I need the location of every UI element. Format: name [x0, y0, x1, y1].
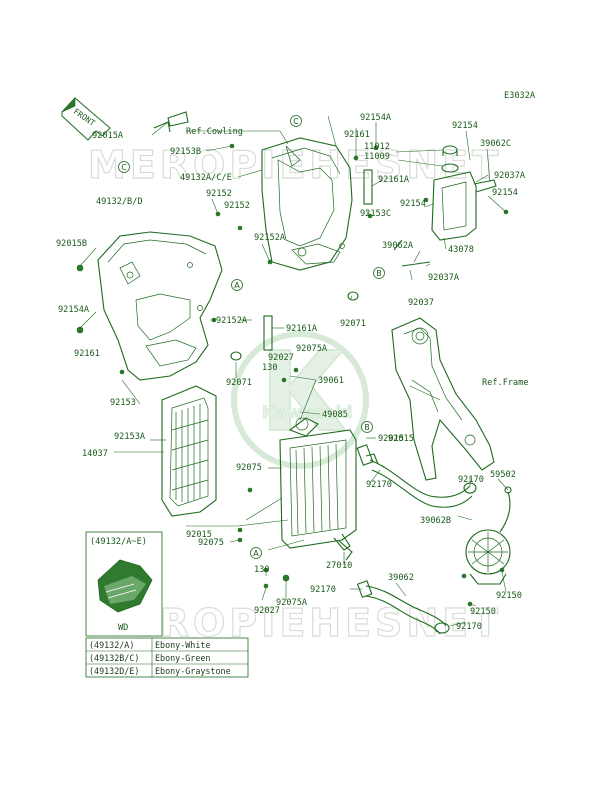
circle-ref-b-1: B	[373, 267, 385, 279]
radiator	[279, 417, 357, 551]
part-label: 92071	[226, 378, 252, 388]
part-label: 92154A	[360, 113, 392, 123]
hoses	[356, 444, 477, 635]
circle-ref-a-2: A	[250, 547, 262, 559]
part-label: 92015B	[56, 239, 87, 249]
ref-cowling-label: Ref.Cowling	[186, 127, 243, 137]
circle-ref-c-1: C	[118, 161, 130, 173]
inset-title: (49132/A~E)	[90, 537, 147, 547]
fan-assembly	[465, 486, 512, 585]
part-label: 39062C	[480, 139, 511, 149]
part-label: 39062B	[420, 516, 451, 526]
part-label: 92015	[186, 530, 212, 540]
part-label: 92075A	[296, 344, 328, 354]
part-label: 49085	[322, 410, 348, 420]
part-label: 92153C	[360, 209, 391, 219]
part-label: 92154A	[58, 305, 90, 315]
part-label: 92027	[254, 606, 280, 616]
part-label: 92161	[74, 349, 100, 359]
legend-color: Ebony-Graystone	[155, 666, 231, 676]
part-label: 92015	[388, 434, 414, 444]
reservoir-tank	[431, 145, 497, 241]
part-label: 92027	[268, 353, 294, 363]
leader-lines	[79, 115, 509, 627]
inset-caption: WD	[118, 623, 128, 633]
part-number-labels: 92015A 92153B 49132A/C/E 92152 92152 921…	[56, 113, 526, 632]
svg-text:C: C	[121, 163, 127, 172]
part-label: 92161A	[286, 324, 318, 334]
part-label: 92153B	[170, 147, 201, 157]
circle-ref-a-1: A	[231, 279, 243, 291]
part-label: 92170	[366, 480, 392, 490]
part-label: 92154	[492, 188, 518, 198]
part-label: 270	[326, 561, 342, 571]
diagram-code: E3032A	[504, 91, 536, 101]
part-label: 92152	[206, 189, 232, 199]
part-label: 59502	[490, 470, 516, 480]
part-label: 130	[262, 363, 278, 373]
part-label: 92153	[110, 398, 136, 408]
part-label: 39062	[388, 573, 414, 583]
watermark-top: MEROPIEHESNET	[88, 143, 502, 187]
part-label: 130	[254, 565, 270, 575]
part-label: 39062A	[382, 241, 414, 251]
part-label: 92170	[456, 622, 482, 632]
legend-code: (49132/A)	[89, 640, 134, 650]
part-label: 92150	[496, 591, 522, 601]
part-label: 92037A	[494, 171, 526, 181]
svg-text:A: A	[234, 281, 240, 290]
part-label: 92161A	[378, 175, 410, 185]
part-label: 11009	[364, 152, 390, 162]
part-label: 92015	[378, 434, 404, 444]
part-label: 49132A/C/E	[180, 173, 232, 183]
color-legend-table: (49132/A) Ebony-White (49132B/C) Ebony-G…	[85, 637, 249, 678]
part-label: 92037A	[428, 273, 460, 283]
svg-text:B: B	[376, 269, 382, 278]
part-label: 92152A	[216, 316, 248, 326]
inset-box: (49132/A~E) WD	[85, 531, 163, 637]
legend-color: Ebony-Green	[155, 653, 210, 663]
legend-code: (49132D/E)	[89, 666, 139, 676]
right-shroud	[261, 137, 353, 271]
part-label: 10	[342, 561, 352, 571]
part-label: 49132/B/D	[96, 197, 143, 207]
part-label: 43078	[448, 245, 474, 255]
part-label: 14037	[82, 449, 108, 459]
svg-text:C: C	[293, 117, 299, 126]
part-label: 92015A	[92, 131, 124, 141]
part-label: 92170	[458, 475, 484, 485]
part-label: 92075	[236, 463, 262, 473]
part-label: 92154	[452, 121, 478, 131]
part-label: 92075	[198, 538, 224, 548]
svg-text:A: A	[253, 549, 259, 558]
part-label: 92161	[344, 130, 370, 140]
front-arrow-icon: FRONT	[61, 97, 111, 141]
part-label: 92075A	[276, 598, 308, 608]
radiator-guard	[161, 385, 217, 517]
part-label: 92153A	[114, 432, 146, 442]
part-label: 92170	[310, 585, 336, 595]
part-label: 92154	[400, 199, 426, 209]
circle-ref-c-2: C	[290, 115, 302, 127]
part-label: 92150	[470, 607, 496, 617]
part-label: 92037	[408, 298, 434, 308]
part-label: 92152	[224, 201, 250, 211]
circle-ref-b-2: B	[361, 421, 373, 433]
part-label: 39061	[318, 376, 344, 386]
part-label: 92071	[340, 319, 366, 329]
part-label: 11012	[364, 142, 390, 152]
legend-code: (49132B/C)	[89, 653, 139, 663]
svg-text:B: B	[364, 423, 370, 432]
frame	[391, 317, 495, 481]
part-label: 92152A	[254, 233, 286, 243]
ref-frame-label: Ref.Frame	[482, 378, 529, 388]
left-shroud	[97, 231, 223, 381]
legend-color: Ebony-White	[155, 640, 210, 650]
